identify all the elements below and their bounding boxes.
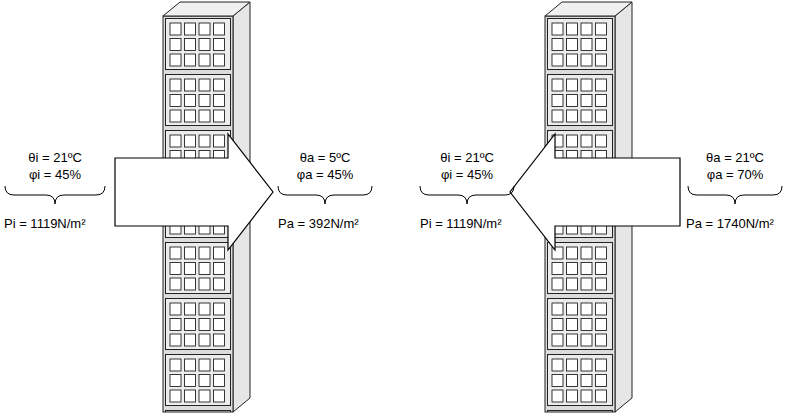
climate-label: θa = 5ºC — [300, 150, 351, 166]
climate-label: φi = 45% — [29, 167, 81, 183]
climate-label: Pi = 1119N/m² — [4, 216, 86, 232]
wall-top — [545, 2, 632, 16]
brace — [278, 186, 372, 204]
climate-label: Pa = 1740N/m² — [686, 216, 774, 232]
wall-top — [163, 2, 250, 16]
climate-label: φa = 45% — [297, 167, 354, 183]
climate-label: Pa = 392N/m² — [278, 216, 359, 232]
climate-label: θi = 21ºC — [440, 150, 494, 166]
climate-label: φi = 45% — [441, 167, 493, 183]
flow-arrow — [510, 134, 680, 250]
brace — [5, 186, 105, 204]
climate-label: Pi = 1119N/m² — [420, 216, 502, 232]
climate-label: θi = 21ºC — [28, 150, 82, 166]
brace — [688, 186, 782, 204]
climate-label: θa = 21ºC — [706, 150, 764, 166]
climate-label: φa = 70% — [707, 167, 764, 183]
brace — [420, 186, 514, 204]
flow-arrow — [115, 134, 273, 250]
